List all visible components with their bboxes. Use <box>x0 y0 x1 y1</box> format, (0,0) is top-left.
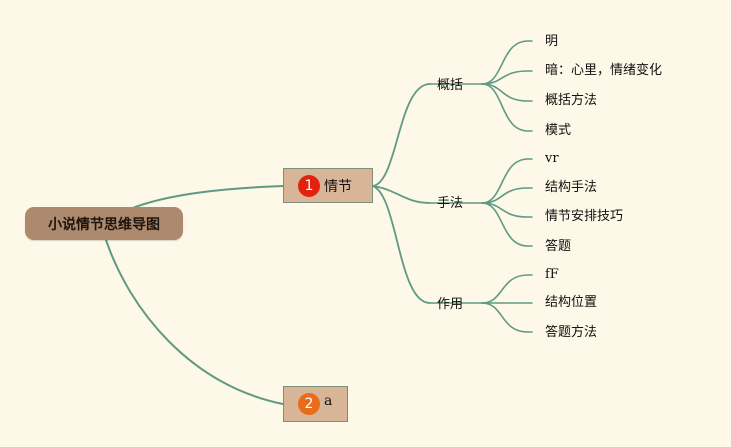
leaf-topic[interactable]: 答题 <box>545 239 572 254</box>
subtopic-summary[interactable]: 概括 <box>437 78 464 93</box>
main-topic-a-label: a <box>324 393 333 409</box>
connector-summary-leaf-3 <box>481 83 533 132</box>
connector-function-leaf-0 <box>481 274 533 304</box>
connector-summary-leaf-0 <box>481 40 533 85</box>
main-topic-plot-label: 情节 <box>324 178 352 195</box>
connector-summary-leaf-2 <box>481 83 533 102</box>
connector-plot-function <box>372 185 431 304</box>
main-topic-plot[interactable]: 1 情节 <box>283 168 373 203</box>
connector-root-plot <box>129 185 284 210</box>
priority-1-icon: 1 <box>298 174 320 197</box>
leaf-topic[interactable]: fF <box>545 267 559 282</box>
subtopic-technique[interactable]: 手法 <box>437 196 464 211</box>
connector-function-leaf-2 <box>481 302 533 333</box>
connector-technique-leaf-0 <box>481 158 533 204</box>
leaf-topic[interactable]: vr <box>545 151 559 166</box>
leaf-topic[interactable]: 模式 <box>545 123 572 138</box>
root-topic[interactable]: 小说情节思维导图 <box>25 207 183 240</box>
leaf-topic[interactable]: 答题方法 <box>545 325 598 340</box>
leaf-topic[interactable]: 情节安排技巧 <box>545 209 624 224</box>
connector-root-a <box>105 239 284 405</box>
leaf-topic[interactable]: 明 <box>545 34 559 49</box>
leaf-topic[interactable]: 暗：心里，情绪变化 <box>545 63 663 78</box>
connector-summary-leaf-1 <box>481 70 533 85</box>
priority-2-icon: 2 <box>298 393 320 415</box>
connector-technique-leaf-2 <box>481 202 533 218</box>
leaf-topic[interactable]: 概括方法 <box>545 93 598 108</box>
connector-plot-technique <box>372 185 431 204</box>
leaf-topic[interactable]: 结构手法 <box>545 180 598 195</box>
subtopic-function[interactable]: 作用 <box>437 297 464 312</box>
connector-technique-leaf-3 <box>481 202 533 247</box>
leaf-topic[interactable]: 结构位置 <box>545 295 598 310</box>
main-topic-a[interactable]: 2 a <box>283 386 348 422</box>
connector-plot-summary <box>372 83 431 187</box>
root-topic-label: 小说情节思维导图 <box>48 216 160 233</box>
connector-technique-leaf-1 <box>481 187 533 204</box>
